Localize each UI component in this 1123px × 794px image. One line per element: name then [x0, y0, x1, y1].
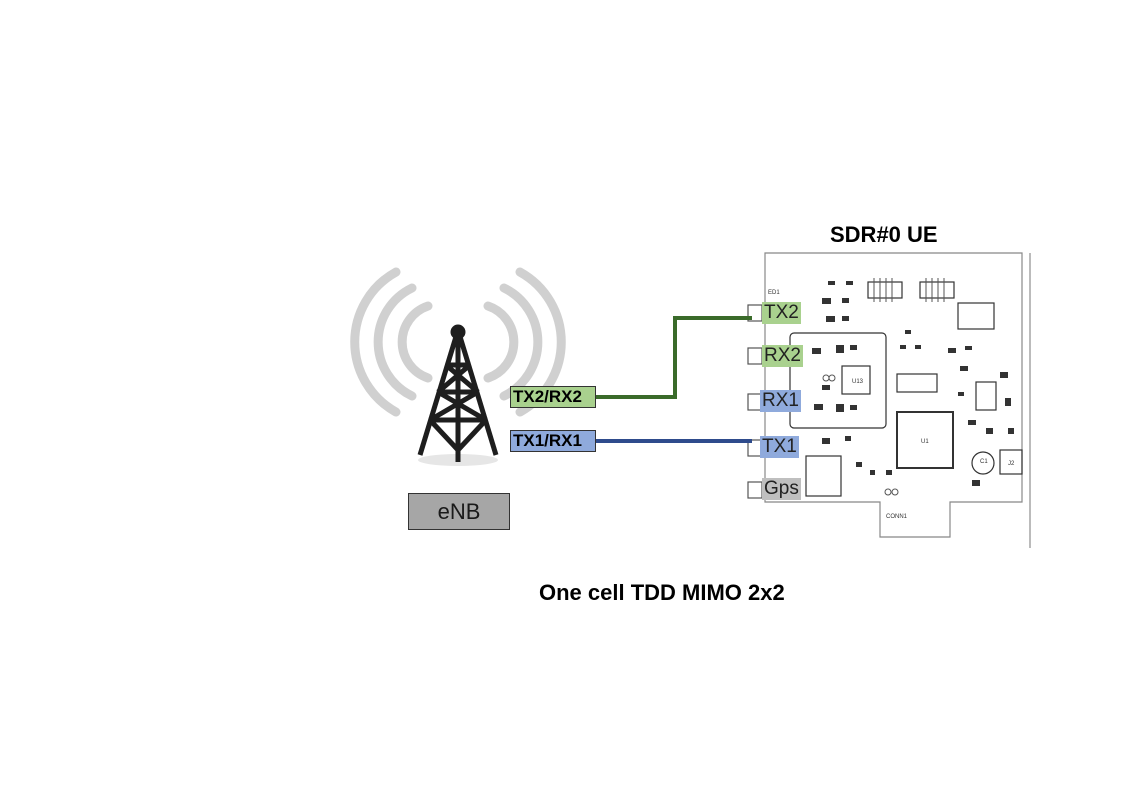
sdr-board	[764, 252, 1031, 548]
board-ref-label: ED1	[768, 290, 780, 296]
port-rx2: RX2	[762, 345, 803, 367]
port-rx1: RX1	[760, 390, 801, 412]
connector-j2-label: J2	[1008, 461, 1015, 467]
cable-label-tx1-rx1: TX1/RX1	[510, 430, 596, 452]
enb-label-box: eNB	[408, 493, 510, 530]
enb-label: eNB	[437, 498, 481, 524]
pcb-components	[789, 278, 1023, 497]
cable-tx2-rx2	[595, 316, 752, 399]
port-gps: Gps	[762, 478, 801, 500]
board-title: SDR#0 UE	[830, 222, 938, 247]
port-tx2: TX2	[762, 302, 801, 324]
battery-c1-label: C1	[980, 459, 988, 465]
diagram-caption: One cell TDD MIMO 2x2	[539, 580, 785, 605]
edge-connector-label: CONN1	[886, 514, 908, 520]
chip-u13-label: U13	[852, 379, 864, 385]
antenna-tower-icon	[417, 324, 499, 466]
port-tx1: TX1	[760, 436, 799, 458]
cable-label-tx2-rx2: TX2/RX2	[510, 386, 596, 408]
chip-u1-label: U1	[921, 439, 929, 445]
